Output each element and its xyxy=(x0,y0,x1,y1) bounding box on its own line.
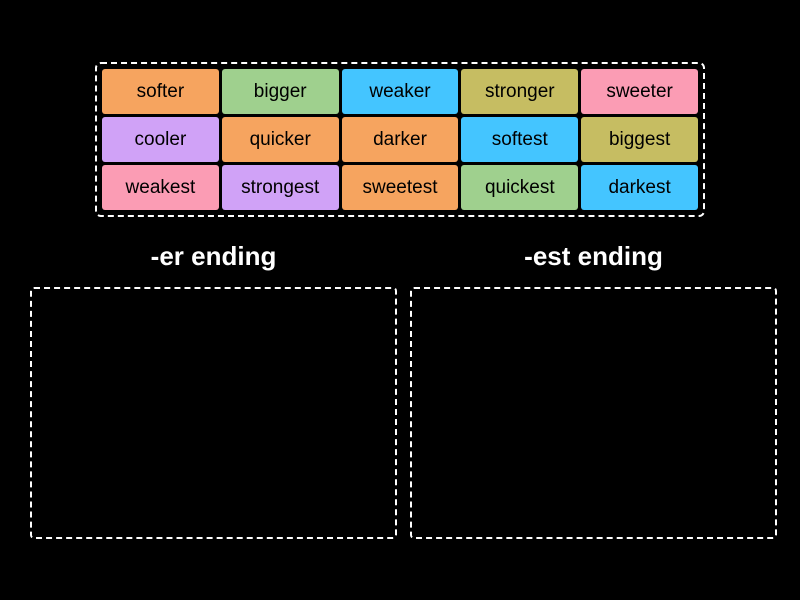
word-tile[interactable]: quickest xyxy=(461,165,579,210)
word-tile[interactable]: darkest xyxy=(581,165,698,210)
category-heading-est: -est ending xyxy=(524,241,663,271)
word-tile[interactable]: sweeter xyxy=(581,69,698,114)
word-tile[interactable]: bigger xyxy=(221,69,339,114)
word-tile[interactable]: cooler xyxy=(102,117,219,162)
word-tile[interactable]: weaker xyxy=(341,69,459,114)
word-tile[interactable]: strongest xyxy=(221,165,339,210)
word-tile[interactable]: softer xyxy=(102,69,219,114)
word-tile[interactable]: stronger xyxy=(461,69,579,114)
drop-zone-est-ending[interactable] xyxy=(410,287,777,539)
word-tile[interactable]: weakest xyxy=(102,165,219,210)
word-tile-pool: softer bigger weaker stronger sweeter co… xyxy=(95,62,705,217)
word-tile[interactable]: biggest xyxy=(581,117,698,162)
word-tile[interactable]: darker xyxy=(341,117,459,162)
word-tile[interactable]: softest xyxy=(461,117,579,162)
word-tile[interactable]: sweetest xyxy=(341,165,459,210)
category-heading-er: -er ending xyxy=(150,241,277,271)
drop-zone-er-ending[interactable] xyxy=(30,287,397,539)
word-tile[interactable]: quicker xyxy=(221,117,339,162)
